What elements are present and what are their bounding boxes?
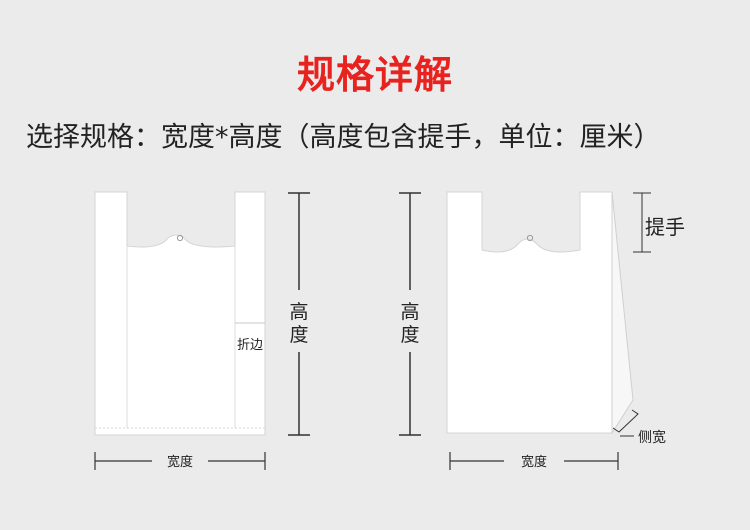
page-title: 规格详解	[296, 53, 453, 97]
right-height-dimension	[399, 192, 421, 436]
handle-dimension	[633, 192, 651, 253]
right-bag	[446, 191, 634, 435]
fold-label: 折边	[237, 338, 263, 353]
left-height-label-char1: 高	[289, 301, 308, 323]
left-bag	[94, 191, 266, 436]
spec-instruction: 选择规格：宽度*高度（高度包含提手，单位：厘米）	[26, 122, 661, 153]
handle-label: 提手	[645, 215, 685, 239]
left-width-label: 宽度	[167, 454, 193, 470]
right-height-label-char2: 度	[400, 324, 419, 346]
right-height-label-char1: 高	[400, 301, 419, 323]
right-width-dimension	[449, 452, 619, 470]
left-width-dimension	[94, 452, 266, 470]
left-height-label-char2: 度	[289, 324, 308, 346]
right-width-label: 宽度	[521, 454, 547, 470]
side-width-label: 侧宽	[638, 429, 666, 446]
left-height-dimension	[288, 192, 310, 436]
side-width-marker	[612, 409, 639, 437]
